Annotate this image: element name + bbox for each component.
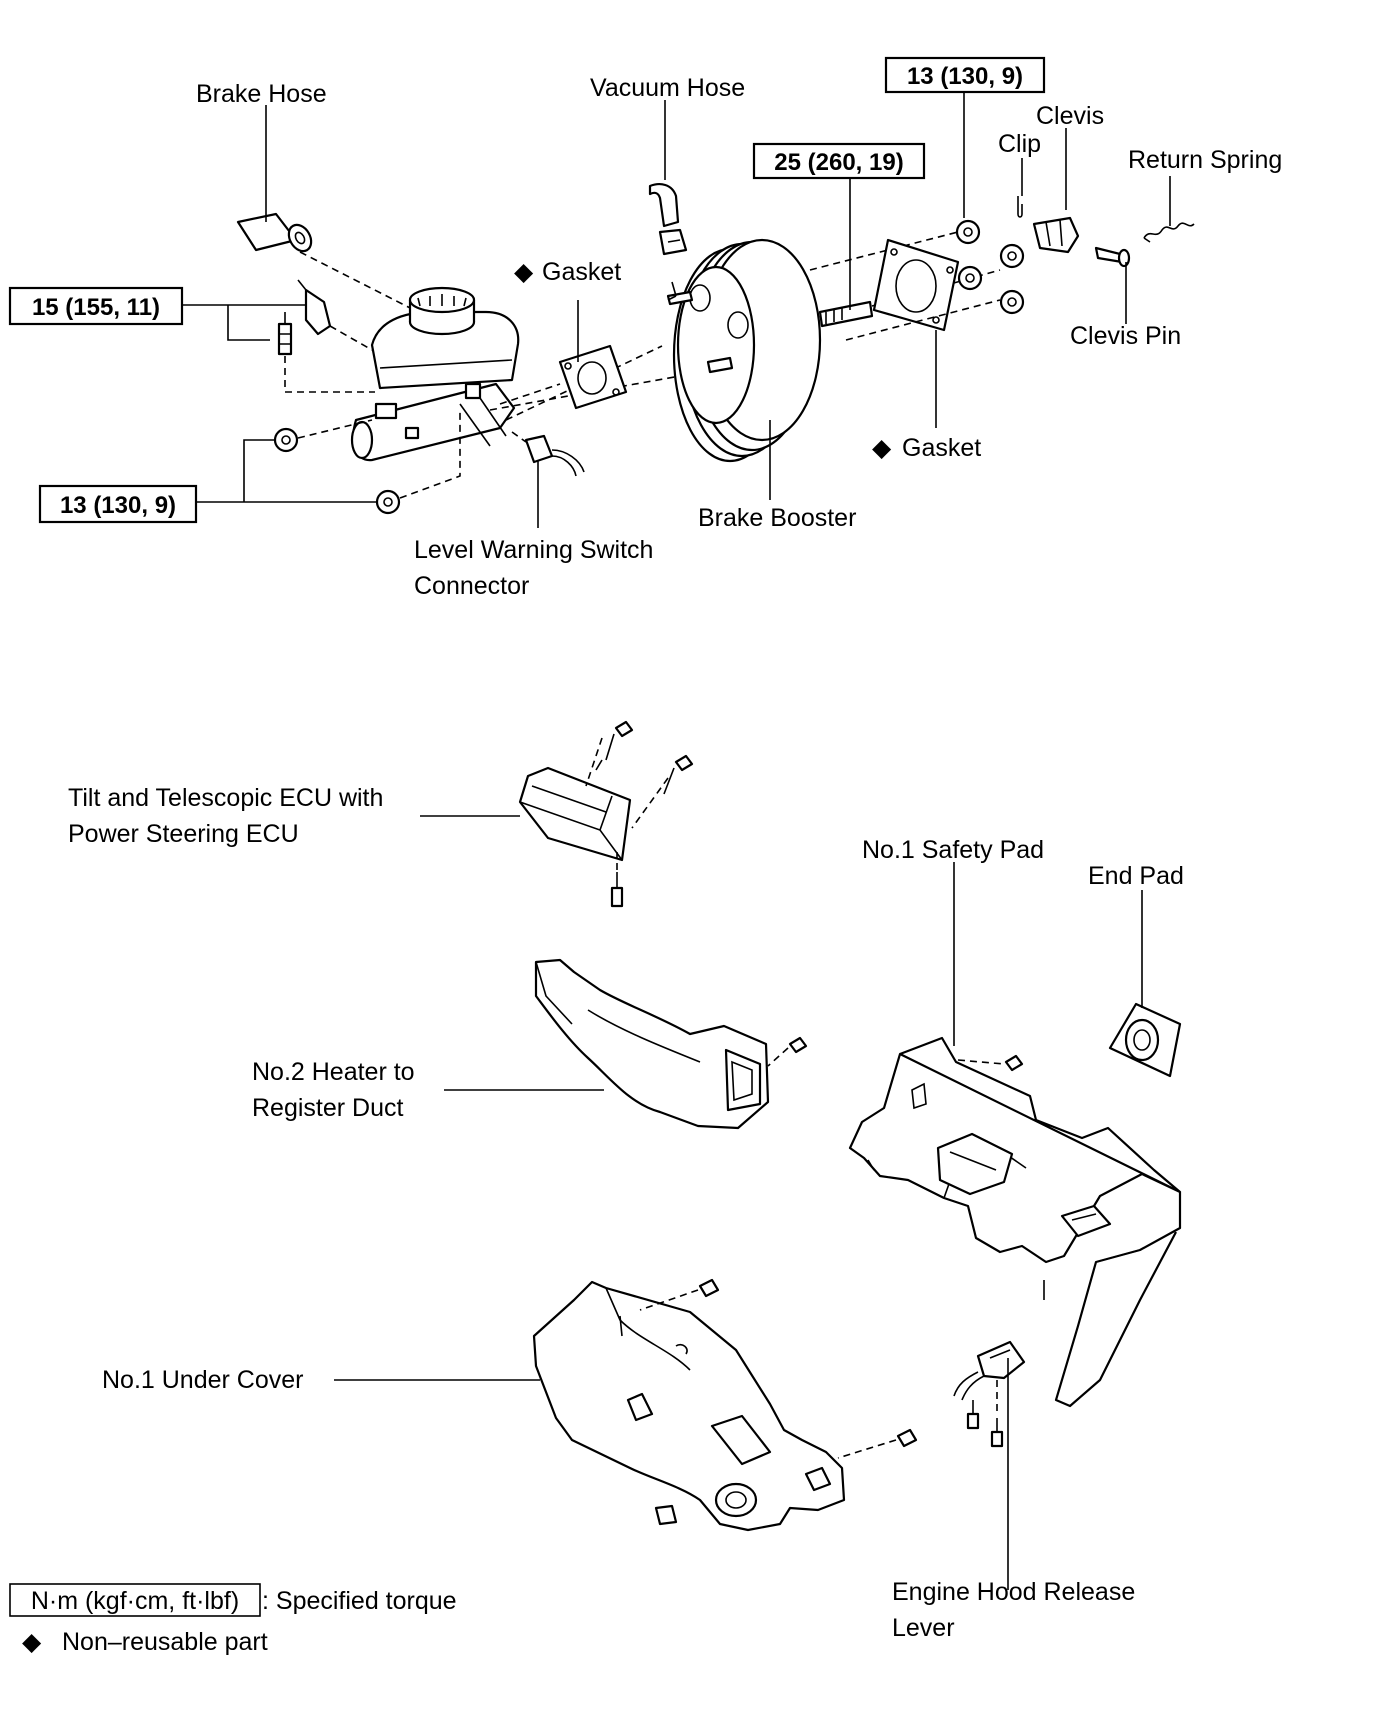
vacuum-hose-part — [648, 183, 688, 256]
lower-assembly — [518, 720, 1182, 1532]
torque-master-cylinder: 13 (130, 9) — [60, 492, 176, 519]
label-vacuum-hose: Vacuum Hose — [590, 74, 745, 102]
torque-top-nuts: 13 (130, 9) — [907, 63, 1023, 90]
torque-booster: 25 (260, 19) — [774, 149, 903, 176]
gasket-front-part — [558, 344, 628, 410]
label-end-pad: End Pad — [1088, 862, 1184, 890]
label-ecu-line2: Power Steering ECU — [68, 820, 299, 848]
level-warning-connector-part — [524, 434, 585, 477]
legend-torque-desc: : Specified torque — [262, 1587, 457, 1615]
master-cylinder-part — [350, 286, 520, 462]
upper-leader-lines — [182, 92, 1171, 528]
label-clevis-pin: Clevis Pin — [1070, 322, 1181, 350]
label-brake-hose: Brake Hose — [196, 80, 327, 108]
label-gasket-front: Gasket — [542, 258, 621, 286]
safety-pad-part — [848, 1036, 1182, 1408]
label-safety-pad: No.1 Safety Pad — [862, 836, 1044, 864]
label-clip: Clip — [998, 130, 1041, 158]
brake-line-fittings — [277, 279, 332, 356]
label-heater-duct-line2: Register Duct — [252, 1094, 403, 1122]
under-cover-part — [532, 1278, 918, 1532]
torque-specs: 13 (130, 9) 25 (260, 19) 15 (155, 11) 13… — [8, 56, 1046, 524]
brake-hose-part — [236, 212, 313, 253]
label-under-cover: No.1 Under Cover — [102, 1366, 303, 1394]
brake-booster-part — [666, 238, 874, 463]
label-hood-release-line2: Lever — [892, 1614, 955, 1642]
legend-nonreusable-marker: ◆ — [22, 1628, 42, 1656]
end-pad-part — [1108, 1002, 1182, 1078]
upper-assembly — [236, 183, 1195, 515]
nonreusable-marker-gasket-rear: ◆ — [872, 434, 892, 462]
master-cylinder-nuts — [273, 427, 401, 515]
ecu-part — [518, 720, 694, 908]
torque-brake-line: 15 (155, 11) — [32, 294, 160, 321]
booster-nuts — [955, 219, 1025, 315]
label-hood-release-line1: Engine Hood Release — [892, 1578, 1135, 1606]
lower-leader-lines — [334, 815, 1143, 1590]
label-heater-duct-line1: No.2 Heater to — [252, 1058, 415, 1086]
nonreusable-marker-gasket-front: ◆ — [514, 258, 534, 286]
clevis-assembly-part — [1017, 196, 1195, 268]
label-level-warning-connector: Connector — [414, 572, 529, 600]
part-labels: Brake Hose Vacuum Hose Clevis Clip Retur… — [68, 74, 1282, 1642]
label-ecu-line1: Tilt and Telescopic ECU with — [68, 784, 383, 812]
label-brake-booster: Brake Booster — [698, 504, 856, 532]
label-gasket-rear: Gasket — [902, 434, 981, 462]
label-clevis: Clevis — [1036, 102, 1104, 130]
legend-nonreusable-desc: Non–reusable part — [62, 1628, 268, 1656]
legend: N·m (kgf·cm, ft·lbf) : Specified torque … — [9, 1583, 457, 1656]
heater-duct-part — [534, 958, 808, 1130]
hood-release-lever-part — [953, 1340, 1026, 1448]
legend-torque-unit: N·m (kgf·cm, ft·lbf) — [31, 1587, 239, 1615]
label-return-spring: Return Spring — [1128, 146, 1282, 174]
label-level-warning-switch: Level Warning Switch — [414, 536, 653, 564]
gasket-rear-part — [872, 238, 960, 332]
